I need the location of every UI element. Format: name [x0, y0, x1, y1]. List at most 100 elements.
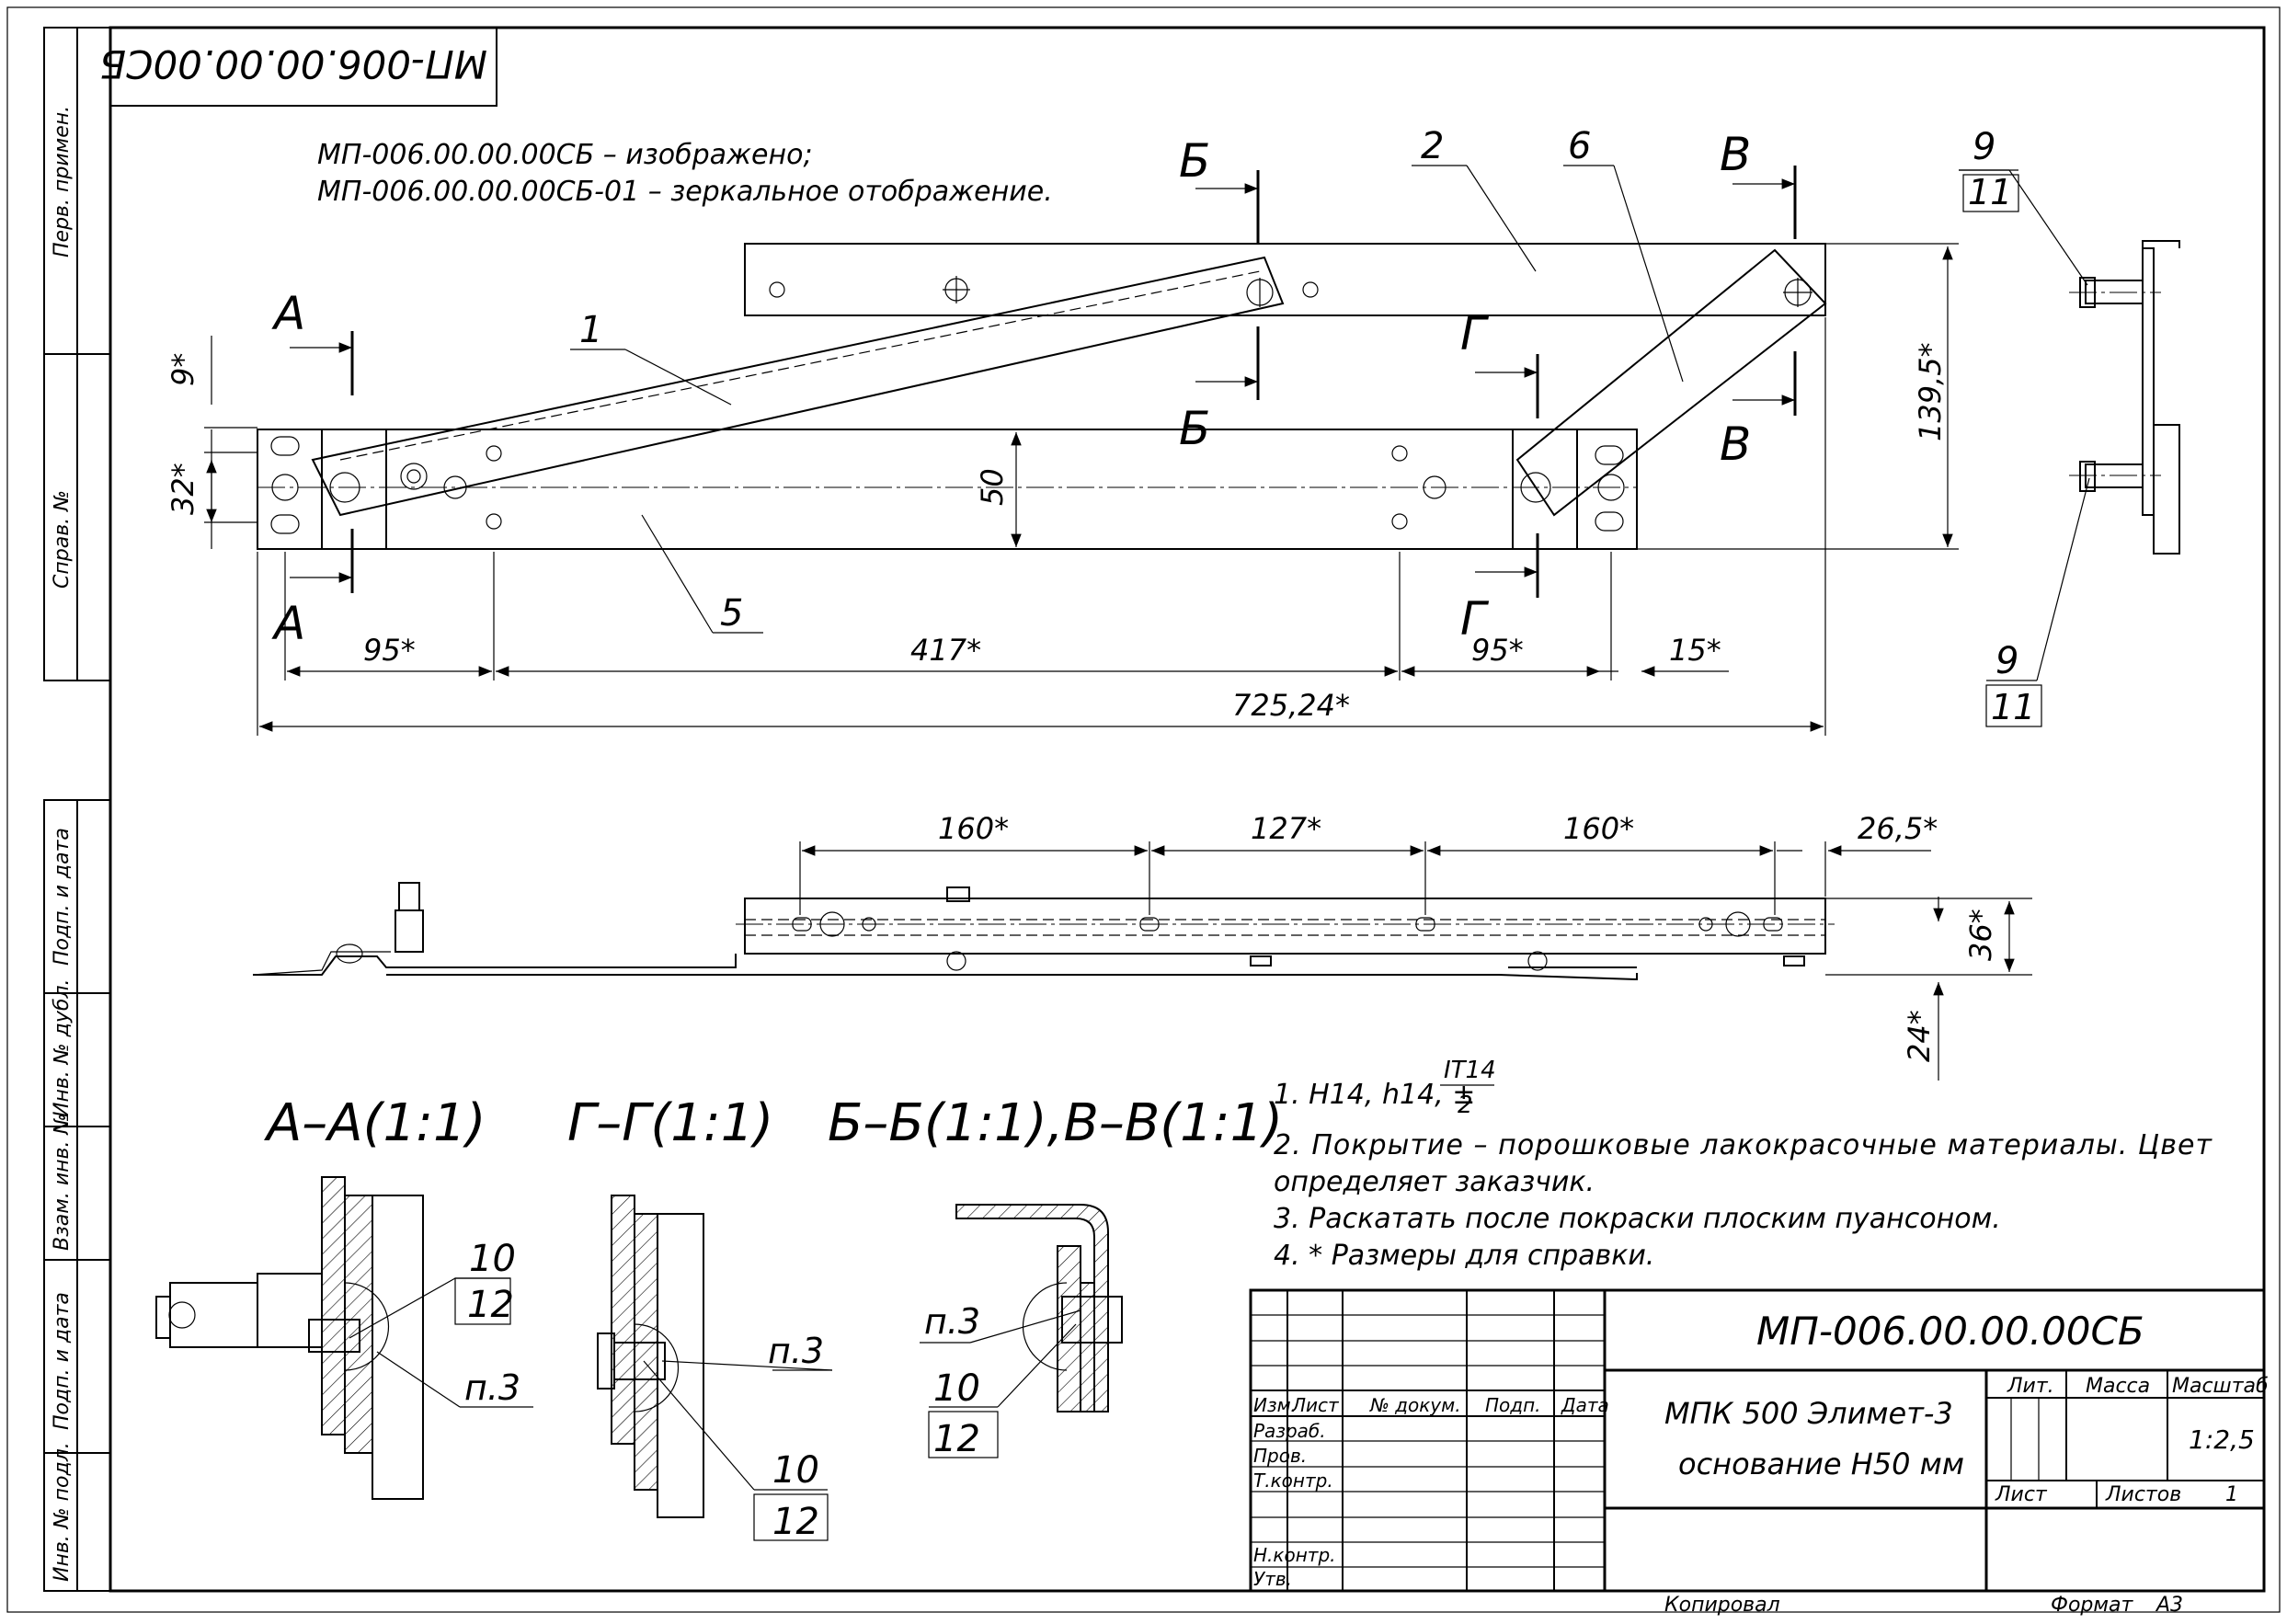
dim-139-5: 139,5* [1913, 342, 1948, 441]
part-number-2: 2 [1421, 125, 1444, 167]
part-number-10-b: 10 [933, 1367, 980, 1410]
part-number-12-b: 12 [933, 1418, 980, 1460]
diagonal-brace-part-1 [311, 256, 1285, 517]
part-number-11-top: 11 [1968, 172, 2012, 212]
section-title-b-b-v-v: Б–Б(1:1),В–В(1:1) [828, 1093, 1283, 1153]
section-mark-b-top: Б [1179, 134, 1210, 188]
part-number-9-top: 9 [1973, 126, 1995, 168]
tb-row-razrab: Разраб. [1253, 1420, 1326, 1442]
tb-listov-value: 1 [2225, 1483, 2238, 1506]
dim-26-5: 26,5* [1858, 811, 1938, 846]
tb-col-data: Дата [1561, 1394, 1609, 1416]
ref-p3-a: п.3 [464, 1367, 520, 1408]
part-number-12-a: 12 [467, 1284, 514, 1326]
ref-p3-g: п.3 [768, 1331, 824, 1371]
tb-lit: Лит. [2007, 1375, 2054, 1398]
base-rail-part-5 [257, 429, 1638, 550]
tb-designation: МП-006.00.00.00СБ [1756, 1309, 2144, 1354]
dim-36: 36* [1963, 909, 1998, 961]
fastener-side-detail: 9 11 9 11 [1959, 126, 2180, 727]
tb-col-doc: № докум. [1369, 1394, 1461, 1416]
note-top-2: МП-006.00.00.00СБ-01 – зеркальное отобра… [317, 176, 1053, 208]
part-number-1: 1 [579, 309, 602, 351]
tb-format-label: Формат [2051, 1594, 2133, 1617]
side-label-perv-primen: Перв. примен. [51, 106, 74, 257]
dim-725-24: 725,24* [1232, 688, 1350, 723]
tb-listov: Листов [2105, 1483, 2181, 1506]
diagonal-brace-part-6 [1515, 248, 1827, 517]
section-b-b-v-v: п.3 10 12 [920, 1204, 1123, 1460]
tb-kopiroval: Копировал [1664, 1594, 1780, 1617]
section-mark-v-bottom: В [1720, 417, 1751, 471]
plan-view: А А Б Б В В Г Г 1 2 5 6 [166, 125, 1959, 736]
tech-note-2b: определяет заказчик. [1274, 1166, 1595, 1198]
tech-note-2a: 2. Покрытие – порошковые лакокрасочные м… [1274, 1129, 2213, 1161]
tb-col-podp: Подп. [1485, 1394, 1541, 1416]
side-label-podp-data-1: Подп. и дата [51, 828, 74, 966]
tb-col-izm: Изм. [1253, 1394, 1297, 1416]
dim-32: 32* [166, 463, 200, 515]
side-label-inv-dubl: Инв. № дубл. [51, 978, 74, 1117]
tb-massa: Масса [2086, 1375, 2150, 1398]
part-number-10-g: 10 [772, 1449, 819, 1492]
tb-row-utv: Утв. [1253, 1568, 1292, 1590]
tb-row-prov: Пров. [1253, 1445, 1307, 1467]
tb-row-nkontr: Н.контр. [1253, 1544, 1336, 1566]
technical-notes: 1. H14, h14, ± IT14 2 2. Покрытие – поро… [1274, 1057, 2213, 1272]
dim-127: 127* [1251, 811, 1321, 846]
dim-9: 9* [166, 353, 200, 386]
section-mark-a-bottom: А [271, 597, 305, 650]
part-number-6: 6 [1568, 125, 1591, 167]
tech-note-3: 3. Раскатать после покраски плоским пуан… [1274, 1203, 2001, 1235]
part-number-11-bottom: 11 [1991, 687, 2035, 727]
part-number-12-g: 12 [772, 1501, 819, 1543]
section-mark-a-top: А [271, 287, 305, 340]
rotated-stamp: МП-006.00.00.00СБ [99, 27, 497, 107]
tb-list: Лист [1995, 1483, 2048, 1506]
side-label-inv-podl: Инв. № подл. [51, 1442, 74, 1582]
dim-15: 15* [1669, 633, 1721, 668]
upper-rail-part-2 [744, 243, 1826, 316]
binding-column: Перв. примен. Справ. № Подп. и дата Инв.… [43, 27, 111, 1592]
side-label-podp-data-2: Подп. и дата [51, 1292, 74, 1430]
tech-note-1: 1. H14, h14, ± [1274, 1079, 1475, 1111]
rotated-stamp-text: МП-006.00.00.00СБ [99, 41, 487, 86]
part-number-5: 5 [720, 592, 743, 635]
dim-95-right: 95* [1471, 633, 1524, 668]
tb-row-tkontr: Т.контр. [1253, 1470, 1333, 1492]
tech-note-1-denominator: 2 [1458, 1092, 1473, 1119]
side-label-sprav: Справ. № [51, 490, 74, 589]
part-number-10-a: 10 [469, 1238, 516, 1280]
section-g-g: п.3 10 12 [597, 1195, 833, 1543]
dim-95-left: 95* [363, 633, 416, 668]
dim-24: 24* [1902, 1010, 1937, 1062]
section-a-a: 10 12 п.3 [155, 1176, 533, 1500]
tb-name-line1: МПК 500 Элимет-3 [1664, 1396, 1953, 1431]
tb-masshtab: Масштаб [2172, 1375, 2269, 1398]
ref-p3-b: п.3 [924, 1301, 980, 1342]
tb-col-list: Лист [1291, 1394, 1340, 1416]
note-top-1: МП-006.00.00.00СБ – изображено; [317, 139, 813, 171]
dim-160-left: 160* [938, 811, 1009, 846]
section-mark-v-top: В [1720, 128, 1751, 181]
tech-note-1-numerator: IT14 [1444, 1057, 1496, 1084]
tb-format-value: А3 [2155, 1594, 2183, 1617]
part-number-9-bottom: 9 [1995, 640, 2018, 682]
section-mark-b-bottom: Б [1179, 402, 1210, 455]
inner-frame [109, 26, 2266, 1593]
outer-trim-frame [6, 6, 2281, 1613]
dim-417: 417* [910, 633, 981, 668]
side-elevation: 160* 127* 160* 26,5* 36* 24* [252, 811, 2032, 1081]
tech-note-4: 4. * Размеры для справки. [1274, 1240, 1654, 1272]
section-mark-g-bottom: Г [1460, 592, 1490, 646]
dim-50: 50 [975, 468, 1010, 506]
section-title-a-a: А–А(1:1) [264, 1093, 486, 1153]
tb-scale: 1:2,5 [2189, 1424, 2255, 1455]
side-label-vzam-inv: Взам. инв. № [51, 1114, 74, 1251]
title-block: Изм. Лист № докум. Подп. Дата Разраб. Пр… [1249, 1288, 2269, 1617]
dim-160-right: 160* [1563, 811, 1634, 846]
tb-name-line2: основание Н50 мм [1678, 1447, 1964, 1481]
section-title-g-g: Г–Г(1:1) [567, 1093, 773, 1153]
